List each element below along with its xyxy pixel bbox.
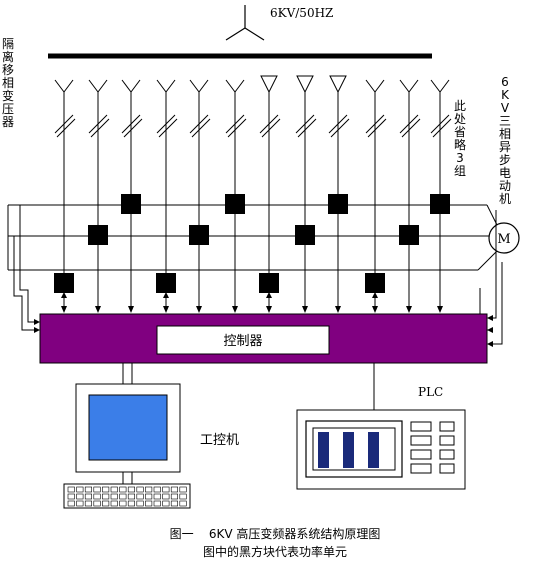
winding-feeder (88, 79, 110, 313)
motor-symbol: M (497, 232, 510, 247)
keyboard-key (93, 486, 101, 493)
plc-buttons (410, 421, 455, 474)
keyboard-key (136, 486, 144, 493)
transformer-label: 隔离移相变压器 (1, 37, 14, 129)
keyboard-key (93, 500, 101, 507)
ipc-label: 工控机 (200, 433, 239, 448)
keyboard-key (162, 493, 170, 500)
keyboard-key (179, 486, 187, 493)
plc-bar (318, 432, 329, 468)
keyboard-key (170, 486, 178, 493)
winding-feeder (295, 75, 317, 313)
plc-button (439, 435, 455, 446)
winding-feeder (189, 79, 211, 313)
power-cell (225, 194, 245, 214)
power-cell (365, 273, 385, 293)
power-cell (399, 225, 419, 245)
industrial-pc (63, 383, 191, 509)
keyboard-key (67, 493, 75, 500)
power-cell (54, 273, 74, 293)
keyboard-key (102, 486, 110, 493)
plc-button (410, 421, 432, 432)
keyboard-key (153, 486, 161, 493)
keyboard-keys (67, 486, 187, 507)
plc (296, 409, 466, 490)
keyboard-key (110, 500, 118, 507)
controller-arrowheads (34, 315, 493, 347)
keyboard-key (153, 493, 161, 500)
ipc-link (122, 363, 133, 384)
keyboard-key (179, 500, 187, 507)
keyboard-key (162, 500, 170, 507)
keyboard-key (179, 493, 187, 500)
keyboard-key (145, 493, 153, 500)
omitted-note: 此处省略3组 (453, 99, 466, 178)
power-cell (328, 194, 348, 214)
keyboard-key (162, 486, 170, 493)
keyboard-key (127, 493, 135, 500)
power-cell (189, 225, 209, 245)
caption-line-1: 图一 6KV 高压变频器系统结构原理图 (170, 526, 381, 541)
keyboard-key (145, 486, 153, 493)
power-cell (88, 225, 108, 245)
keyboard-key (170, 493, 178, 500)
keyboard-key (76, 493, 84, 500)
keyboard-key (119, 500, 127, 507)
keyboard-key (93, 493, 101, 500)
keyboard-key (84, 500, 92, 507)
keyboard-key (102, 500, 110, 507)
secondary-windings (54, 75, 452, 313)
power-cell (259, 273, 279, 293)
caption-line-2: 图中的黑方块代表功率单元 (203, 544, 347, 559)
motor: M (477, 204, 520, 271)
plc-bar (368, 432, 379, 468)
keyboard-key (145, 500, 153, 507)
plc-label: PLC (418, 385, 443, 399)
keyboard-key (127, 486, 135, 493)
plc-button (439, 421, 455, 432)
motor-label: 6KV三相异步电动机 (498, 75, 511, 206)
keyboard-key (170, 500, 178, 507)
power-cell (295, 225, 315, 245)
plc-button (410, 435, 432, 446)
keyboard-key (67, 486, 75, 493)
winding-feeder (399, 79, 421, 313)
keyboard-key (102, 493, 110, 500)
power-cells (54, 194, 450, 298)
supply-label: 6KV/50HZ (270, 6, 333, 20)
power-cell (430, 194, 450, 214)
controller-label: 控制器 (223, 334, 262, 349)
keyboard-key (127, 500, 135, 507)
keyboard-key (76, 486, 84, 493)
keyboard-key (136, 500, 144, 507)
monitor-screen (88, 394, 168, 461)
keyboard-key (136, 493, 144, 500)
keyboard-key (84, 486, 92, 493)
keyboard-key (76, 500, 84, 507)
plc-button (410, 449, 432, 460)
keyboard-key (67, 500, 75, 507)
supply-symbol (225, 5, 265, 41)
power-cell (156, 273, 176, 293)
keyboard-key (153, 500, 161, 507)
keyboard-key (84, 493, 92, 500)
keyboard-key (119, 486, 127, 493)
keyboard-key (110, 486, 118, 493)
plc-bar (343, 432, 354, 468)
power-cell (121, 194, 141, 214)
plc-button (439, 449, 455, 460)
keyboard-key (119, 493, 127, 500)
plc-button (439, 463, 455, 474)
plc-button (410, 463, 432, 474)
controller-label-box (156, 325, 330, 355)
keyboard-key (110, 493, 118, 500)
